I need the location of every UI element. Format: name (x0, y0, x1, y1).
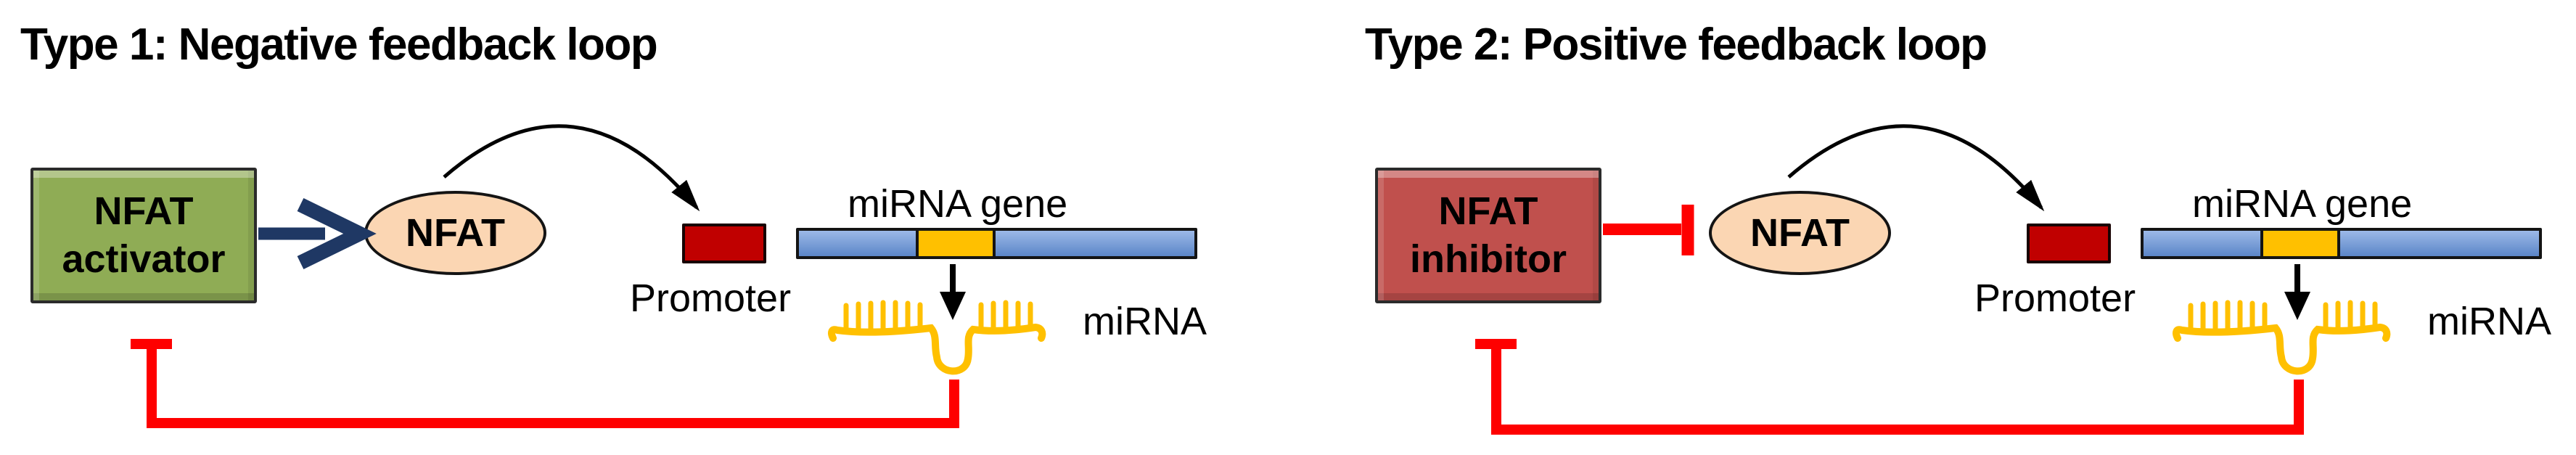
mirna-exon-segment (916, 228, 996, 259)
nfat-inhibitor-box: NFAT inhibitor (1375, 168, 1601, 303)
nfat-oval-label: NFAT (1750, 211, 1850, 255)
mirna-exon-segment (2260, 228, 2340, 259)
nfat-activator-box: NFAT activator (30, 168, 257, 303)
mirna-label: miRNA (1083, 300, 1207, 343)
mirna-gene-bar (2141, 228, 2542, 259)
nfat-oval: NFAT (1709, 191, 1891, 275)
promoter-label: Promoter (630, 276, 792, 320)
promoter-label: Promoter (1974, 276, 2136, 320)
panel-title: Type 2: Positive feedback loop (1365, 20, 1988, 70)
mirna-gene-label: miRNA gene (848, 182, 1068, 226)
nfat-activator-line1: NFAT (94, 189, 194, 233)
panel-title: Type 1: Negative feedback loop (20, 20, 658, 70)
mirna-gene-bar (796, 228, 1197, 259)
nfat-inhibitor-line1: NFAT (1438, 189, 1538, 233)
promoter-box (2027, 224, 2111, 263)
mirna-label: miRNA (2427, 300, 2551, 343)
nfat-inhibitor-line2: inhibitor (1410, 237, 1567, 281)
promoter-box (682, 224, 766, 263)
mirna-gene-label: miRNA gene (2192, 182, 2413, 226)
nfat-oval: NFAT (364, 191, 546, 275)
nfat-activator-line2: activator (62, 237, 226, 281)
panel-negative-feedback: Type 1: Negative feedback loop NFAT acti… (20, 20, 1207, 343)
panel-positive-feedback: Type 2: Positive feedback loop NFAT inhi… (1345, 0, 2576, 455)
nfat-oval-label: NFAT (406, 211, 505, 255)
